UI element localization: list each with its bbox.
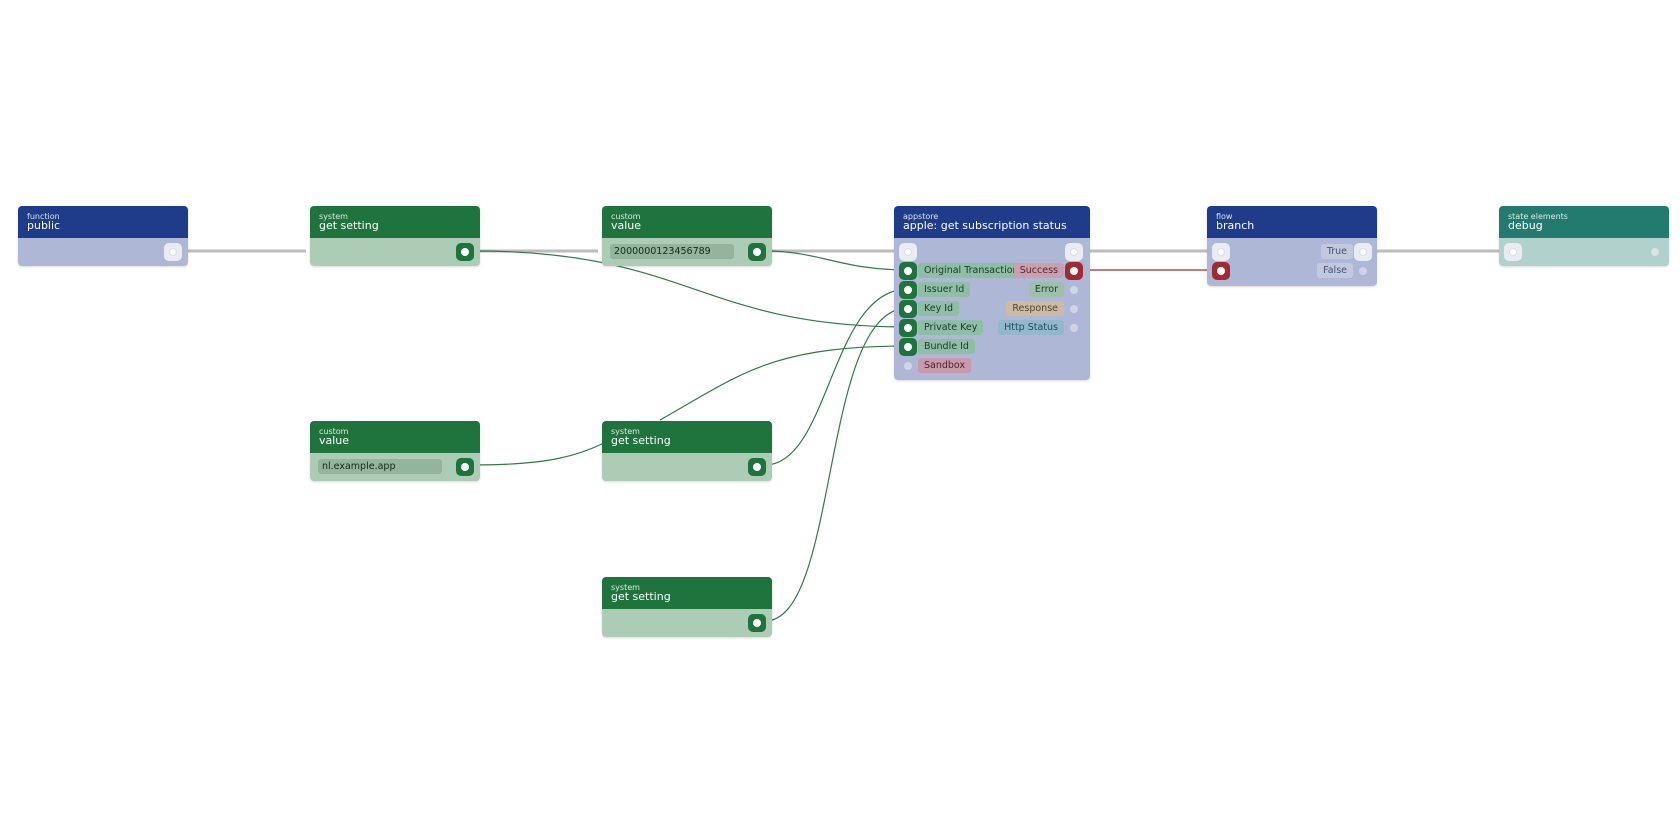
data-wire-value-to-original-transaction-id [764, 250, 909, 271]
output-label-false: False [1317, 263, 1353, 278]
node-category: state elements [1508, 212, 1568, 221]
input-label-sandbox: Sandbox [918, 358, 972, 373]
flow-out-port[interactable] [1065, 243, 1083, 261]
node-header[interactable]: function public [18, 206, 188, 238]
input-port-bundle-id[interactable] [899, 338, 917, 356]
node-title: value [611, 219, 642, 232]
node-category: custom [319, 427, 349, 436]
node-title: value [319, 434, 350, 447]
output-label-error: Error [1028, 282, 1064, 297]
node-value-2[interactable]: custom value nl.example.app [310, 421, 480, 481]
node-get-setting-1[interactable]: system get setting [310, 206, 480, 266]
data-wire-get-setting-to-bundle-id [659, 345, 909, 421]
output-label-success: Success [1013, 263, 1064, 278]
node-title: get setting [611, 434, 671, 447]
output-port-response[interactable] [1065, 300, 1083, 318]
node-category: system [611, 583, 640, 592]
node-header[interactable]: state elements debug [1499, 206, 1669, 238]
input-label-original-transaction-id: Original Transaction Id [918, 263, 1037, 278]
condition-in-port[interactable] [1212, 262, 1230, 280]
value-out-port[interactable] [456, 243, 474, 261]
flow-in-port[interactable] [899, 243, 917, 261]
input-label-private-key: Private Key [918, 320, 984, 335]
data-wire-value-to-get-setting [473, 441, 607, 466]
flow-out-port[interactable] [1646, 243, 1664, 261]
node-title: apple: get subscription status [903, 219, 1067, 232]
node-header[interactable]: appstore apple: get subscription status [894, 206, 1090, 238]
node-title: branch [1216, 219, 1255, 232]
node-get-setting-2[interactable]: system get setting [602, 421, 772, 481]
node-debug[interactable]: state elements debug [1499, 206, 1669, 266]
output-port-false[interactable] [1354, 262, 1372, 280]
node-title: get setting [319, 219, 379, 232]
node-header[interactable]: flow branch [1207, 206, 1377, 238]
node-title: public [27, 219, 61, 232]
data-wire-get-setting-to-key-id [764, 307, 909, 622]
value-out-port[interactable] [748, 243, 766, 261]
node-get-setting-3[interactable]: system get setting [602, 577, 772, 637]
output-label-response: Response [1006, 301, 1064, 316]
input-label-issuer-id: Issuer Id [918, 282, 971, 297]
node-category: system [611, 427, 640, 436]
node-category: function [27, 212, 60, 221]
value-field[interactable]: 2000000123456789 [610, 244, 734, 259]
value-field[interactable]: nl.example.app [318, 459, 442, 474]
node-category: custom [611, 212, 641, 221]
output-port-error[interactable] [1065, 281, 1083, 299]
node-header[interactable]: system get setting [602, 577, 772, 609]
input-port-private-key[interactable] [899, 319, 917, 337]
value-out-port[interactable] [748, 458, 766, 476]
data-wire-get-setting-to-issuer-id [764, 288, 909, 466]
value-out-port[interactable] [748, 614, 766, 632]
input-port-sandbox[interactable] [899, 357, 917, 375]
node-header[interactable]: custom value [310, 421, 480, 453]
output-label-true: True [1320, 244, 1353, 259]
flow-in-port[interactable] [1504, 243, 1522, 261]
node-title: debug [1508, 219, 1543, 232]
node-category: flow [1216, 212, 1233, 221]
output-port-true[interactable] [1354, 243, 1372, 261]
node-header[interactable]: system get setting [602, 421, 772, 453]
node-category: appstore [903, 212, 939, 221]
input-port-original-transaction-id[interactable] [899, 262, 917, 280]
node-public[interactable]: function public [18, 206, 188, 266]
output-label-http-status: Http Status [998, 320, 1064, 335]
input-label-bundle-id: Bundle Id [918, 339, 975, 354]
flow-out-port[interactable] [164, 243, 182, 261]
node-title: get setting [611, 590, 671, 603]
output-port-success[interactable] [1065, 262, 1083, 280]
node-header[interactable]: custom value [602, 206, 772, 238]
output-port-http-status[interactable] [1065, 319, 1083, 337]
node-value-1[interactable]: custom value 2000000123456789 [602, 206, 772, 266]
node-header[interactable]: system get setting [310, 206, 480, 238]
input-label-key-id: Key Id [918, 301, 960, 316]
node-apple-get-subscription-status[interactable]: appstore apple: get subscription status … [894, 206, 1090, 380]
value-out-port[interactable] [456, 458, 474, 476]
input-port-issuer-id[interactable] [899, 281, 917, 299]
input-port-key-id[interactable] [899, 300, 917, 318]
node-branch[interactable]: flow branch True False [1207, 206, 1377, 286]
flow-in-port[interactable] [1212, 243, 1230, 261]
node-category: system [319, 212, 348, 221]
